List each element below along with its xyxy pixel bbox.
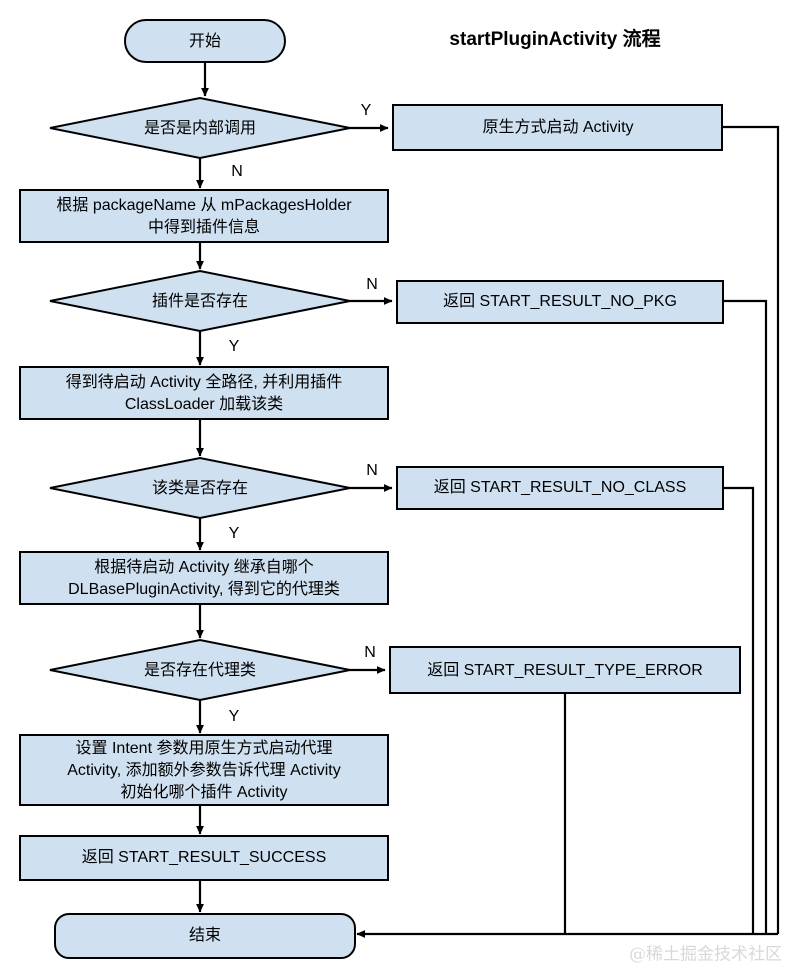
node-load-class-shape[interactable] <box>19 366 389 420</box>
node-load-class[interactable]: 得到待启动 Activity 全路径, 并利用插件 ClassLoader 加载… <box>19 366 389 420</box>
node-return-success-shape[interactable] <box>19 835 389 881</box>
node-decision-internal-call-label: 是否是内部调用 <box>144 119 256 137</box>
node-get-plugin-info-shape[interactable] <box>19 189 389 243</box>
node-return-type-error-label: 返回 START_RESULT_TYPE_ERROR <box>427 661 703 679</box>
node-decision-proxy-exists-shape[interactable] <box>49 638 351 702</box>
node-decision-internal-call[interactable]: 是否是内部调用 <box>49 96 351 160</box>
node-get-plugin-info-label-line1: 根据 packageName 从 mPackagesHolder <box>56 196 352 214</box>
node-set-intent-label-line2: Activity, 添加额外参数告诉代理 Activity <box>67 761 341 779</box>
edge-label-plugin-exists-yes: Y <box>229 338 240 355</box>
node-return-no-class-label: 返回 START_RESULT_NO_CLASS <box>434 478 687 496</box>
edge-label-internal-call-no: N <box>231 163 243 180</box>
edge-native-start-to-end <box>722 125 780 934</box>
node-get-proxy-class-label-line1: 根据待启动 Activity 继承自哪个 <box>94 558 314 576</box>
node-end[interactable]: 结束 <box>54 913 356 959</box>
node-return-type-error-shape[interactable] <box>389 646 741 694</box>
node-decision-plugin-exists-label: 插件是否存在 <box>152 292 248 310</box>
node-load-class-label-line1: 得到待启动 Activity 全路径, 并利用插件 <box>66 373 342 391</box>
edge-layer <box>196 62 780 938</box>
node-return-no-class-shape[interactable] <box>396 466 724 510</box>
node-native-start-activity-label: 原生方式启动 Activity <box>482 118 633 136</box>
node-decision-class-exists[interactable]: 该类是否存在 <box>49 456 351 520</box>
node-decision-proxy-exists-label: 是否存在代理类 <box>144 661 256 679</box>
edge-label-proxy-exists-yes: Y <box>229 708 240 725</box>
node-get-proxy-class-shape[interactable] <box>19 551 389 605</box>
node-decision-internal-call-shape[interactable] <box>49 96 351 160</box>
edge-label-internal-call-yes: Y <box>361 102 372 119</box>
node-get-proxy-class-label-line2: DLBasePluginActivity, 得到它的代理类 <box>68 580 340 598</box>
node-end-label: 结束 <box>189 926 221 944</box>
node-get-proxy-class[interactable]: 根据待启动 Activity 继承自哪个 DLBasePluginActivit… <box>19 551 389 605</box>
node-get-plugin-info[interactable]: 根据 packageName 从 mPackagesHolder 中得到插件信息 <box>19 189 389 243</box>
node-native-start-activity-shape[interactable] <box>392 104 723 151</box>
node-decision-plugin-exists[interactable]: 插件是否存在 <box>49 269 351 333</box>
node-native-start-activity[interactable]: 原生方式启动 Activity <box>392 104 723 151</box>
node-get-plugin-info-label-line2: 中得到插件信息 <box>148 218 260 236</box>
node-decision-proxy-exists[interactable]: 是否存在代理类 <box>49 638 351 702</box>
page-title: startPluginActivity 流程 <box>449 27 660 50</box>
node-set-intent-shape[interactable] <box>19 734 389 806</box>
node-return-no-pkg-label: 返回 START_RESULT_NO_PKG <box>443 292 677 310</box>
node-return-success[interactable]: 返回 START_RESULT_SUCCESS <box>19 835 389 881</box>
node-set-intent[interactable]: 设置 Intent 参数用原生方式启动代理 Activity, 添加额外参数告诉… <box>19 734 389 806</box>
node-end-shape[interactable] <box>54 913 356 959</box>
node-start-shape[interactable] <box>124 19 286 63</box>
edge-no-pkg-to-end <box>723 299 768 934</box>
node-return-success-label: 返回 START_RESULT_SUCCESS <box>82 848 327 866</box>
edge-label-plugin-exists-no: N <box>366 276 378 293</box>
node-set-intent-label-line3: 初始化哪个插件 Activity <box>120 783 287 801</box>
node-decision-class-exists-shape[interactable] <box>49 456 351 520</box>
node-return-type-error[interactable]: 返回 START_RESULT_TYPE_ERROR <box>389 646 741 694</box>
node-load-class-label-line2: ClassLoader 加载该类 <box>125 395 283 413</box>
node-set-intent-label-line1: 设置 Intent 参数用原生方式启动代理 <box>76 739 333 757</box>
watermark-label: @稀土掘金技术社区 <box>629 945 782 965</box>
node-start-label: 开始 <box>189 32 221 50</box>
node-return-no-pkg[interactable]: 返回 START_RESULT_NO_PKG <box>396 280 724 324</box>
edge-label-proxy-exists-no: N <box>364 644 376 661</box>
edge-label-class-exists-yes: Y <box>229 525 240 542</box>
edge-label-layer: Y N N Y N Y N Y <box>229 102 378 725</box>
edge-no-class-to-end <box>723 486 755 934</box>
edge-label-class-exists-no: N <box>366 462 378 479</box>
node-return-no-class[interactable]: 返回 START_RESULT_NO_CLASS <box>396 466 724 510</box>
node-return-no-pkg-shape[interactable] <box>396 280 724 324</box>
node-decision-plugin-exists-shape[interactable] <box>49 269 351 333</box>
node-decision-class-exists-label: 该类是否存在 <box>152 479 248 497</box>
node-start[interactable]: 开始 <box>124 19 286 63</box>
